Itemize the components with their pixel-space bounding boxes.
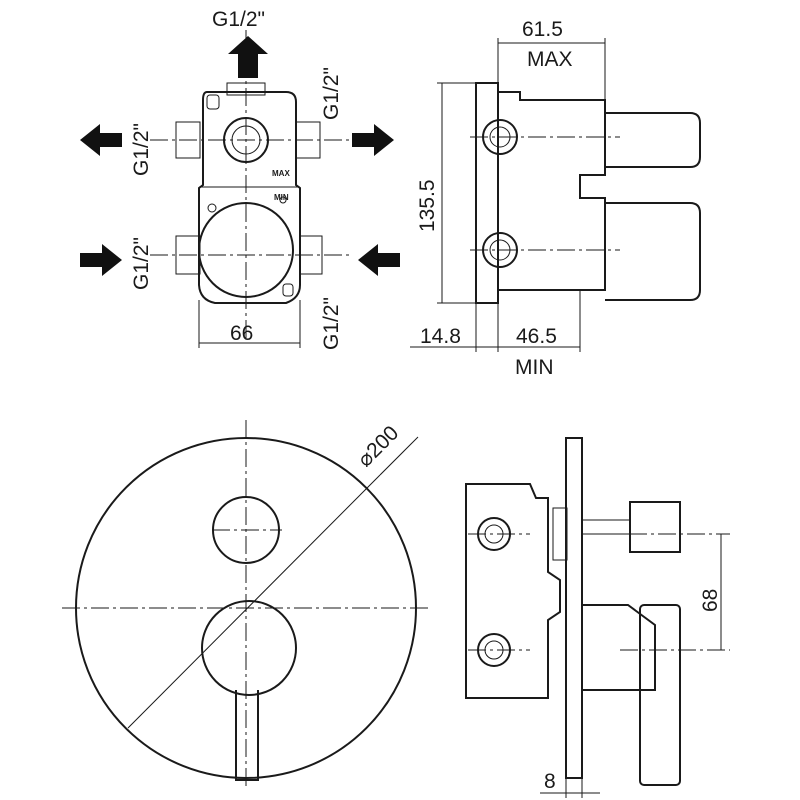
valve-side-view: 135.5 61.5 MAX 14.8 46.5 MIN [410,18,701,379]
diameter-dim-line [127,474,381,729]
side-mounting-plate [475,82,499,304]
lever-handle [235,690,259,781]
spacing-dimension-label: 68 [699,589,722,612]
assembly-plate-edge [565,437,583,779]
screw-hole-left [207,203,217,213]
side-upper-outlet [605,112,701,168]
diameter-leader [379,436,419,476]
thread-label-left-bottom: G1/2" [130,237,153,290]
min-depth-tag: MIN [274,193,289,202]
diverter-knob-side [629,501,681,553]
assembly-spindle-sleeve [552,507,568,561]
lever-hub [201,600,297,696]
left-inlet-arrow-icon [80,244,122,276]
thread-label-left-top: G1/2" [130,123,153,176]
top-outlet-stub [226,82,266,96]
diverter-stem [581,519,631,535]
right-outlet-arrow-icon [352,124,394,156]
thread-label-right-bottom: G1/2" [320,297,343,350]
right-inlet-arrow-icon [358,244,400,276]
escutcheon-front-view: ⌀200 [62,420,430,790]
left-top-stub [175,121,201,159]
min-depth-label: MIN [515,356,554,379]
valve-body-outline [198,91,301,304]
lever-body-side [581,604,656,691]
side-lower-outlet [605,202,701,301]
assembly-valve-body [465,483,561,699]
right-top-stub [295,121,321,159]
diameter-label: ⌀200 [353,422,403,472]
thread-label-right-top: G1/2" [320,67,343,120]
diverter-bore-inner [231,125,261,155]
max-depth-value: 61.5 [522,18,563,41]
height-dimension-label: 135.5 [416,179,439,232]
screw-hole-right [279,196,287,204]
side-body-outline [498,91,606,291]
width-dimension-label: 66 [230,322,253,345]
max-depth-tag: MAX [272,169,290,178]
left-outlet-arrow-icon [80,124,122,156]
valve-front-view: MAX MIN G1/2" G1/2" G1/2" G1/2" G1/2" 66 [80,8,400,350]
assembly-side-view: 68 8 [465,437,730,798]
diverter-bore [223,117,269,163]
thickness-dimension-label: 8 [544,770,556,793]
min-depth-value: 46.5 [516,325,557,348]
offset-dimension-label: 14.8 [420,325,461,348]
lever-handle-side [639,604,681,786]
right-bottom-stub [299,235,323,275]
diverter-knob [212,496,280,564]
top-outlet-arrow-icon [228,36,268,78]
thread-label-top: G1/2" [212,8,265,31]
max-depth-label: MAX [527,48,573,71]
mounting-tab-left [206,94,220,110]
mounting-tab-right [282,283,294,297]
cartridge-bore [198,202,294,298]
